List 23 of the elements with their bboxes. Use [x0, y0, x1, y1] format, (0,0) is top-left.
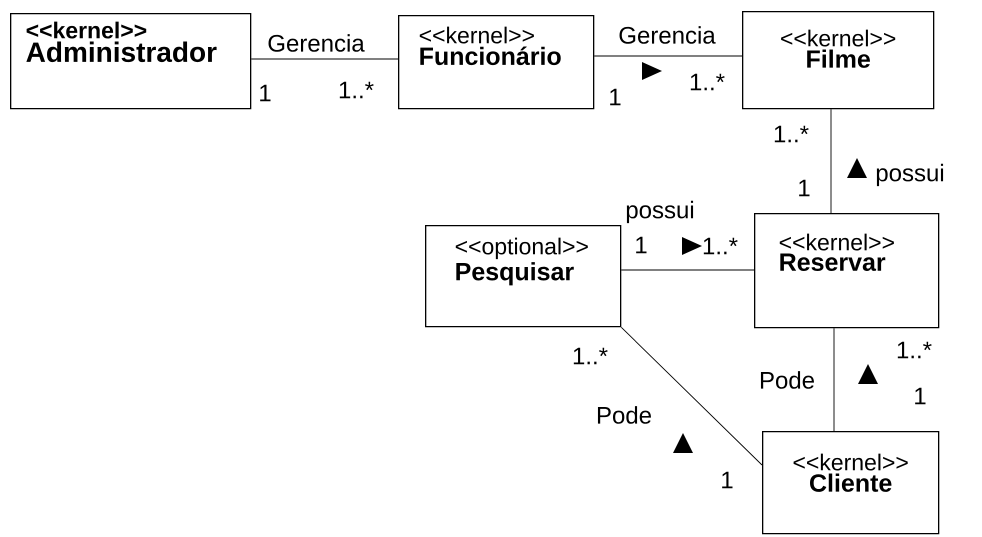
edge-label: Pode: [594, 405, 654, 425]
edge-label: Gerencia: [266, 33, 366, 53]
edge-label: Pode: [758, 370, 816, 390]
multiplicity: 1..*: [704, 238, 738, 254]
association-line: [250, 58, 398, 60]
multiplicity: 1: [722, 472, 732, 488]
association-line: [830, 108, 832, 214]
edge-label: Gerencia: [617, 25, 717, 45]
multiplicity: 1..*: [690, 74, 725, 90]
association-line: [620, 326, 762, 466]
multiplicity: 1..*: [774, 126, 809, 142]
class-box: <<kernel>> Filme: [742, 11, 934, 110]
edge-label: possui: [874, 162, 946, 188]
class-box: <<kernel>> Funcionário: [398, 15, 594, 110]
multiplicity: 1: [636, 236, 646, 254]
class-box: <<kernel>> Administrador: [10, 13, 252, 110]
class-box: <<kernel>> Cliente: [762, 431, 940, 534]
class-box: <<kernel>> Reservar: [754, 213, 940, 328]
multiplicity: 1: [915, 388, 926, 404]
multiplicity: 1..*: [340, 82, 374, 98]
edge-label: possui: [624, 200, 696, 224]
multiplicity: 1: [799, 180, 810, 196]
class-box: <<optional>> Pesquisar: [425, 225, 622, 328]
